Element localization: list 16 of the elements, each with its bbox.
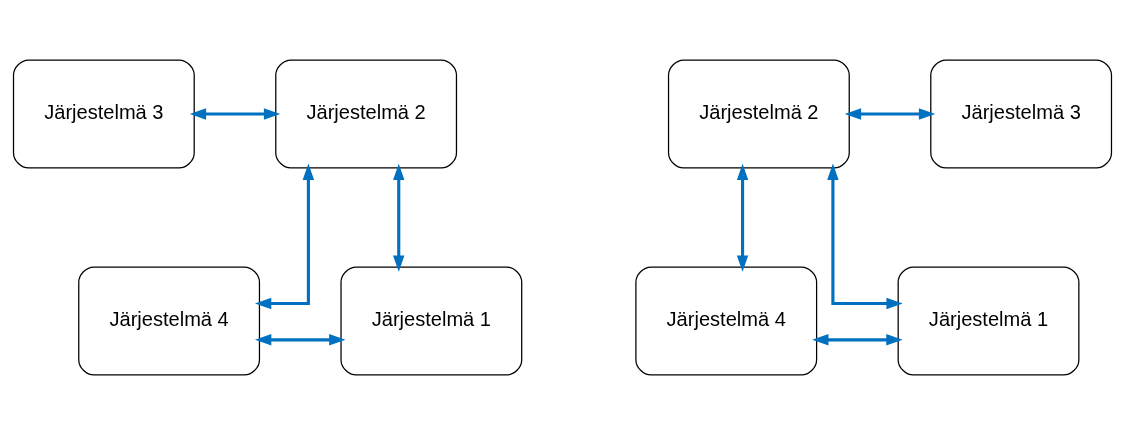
node-box: Järjestelmä 3 <box>12 58 195 169</box>
node-box: Järjestelmä 2 <box>275 58 458 169</box>
arrow <box>844 107 936 120</box>
arrow <box>254 163 315 309</box>
node-box: Järjestelmä 2 <box>667 58 850 169</box>
arrow <box>189 107 281 120</box>
node-box: Järjestelmä 3 <box>930 58 1113 169</box>
arrow <box>393 163 405 272</box>
node-box: Järjestelmä 1 <box>897 265 1080 376</box>
node-box: Järjestelmä 1 <box>340 265 523 376</box>
arrow <box>827 163 903 309</box>
arrow <box>812 333 903 346</box>
arrow <box>255 333 346 346</box>
arrow <box>736 163 749 272</box>
node-box: Järjestelmä 4 <box>635 265 818 376</box>
node-box: Järjestelmä 4 <box>78 265 261 376</box>
